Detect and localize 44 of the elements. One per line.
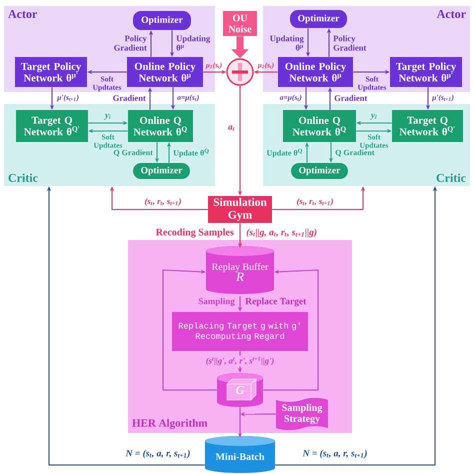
- storage-cylinder: G: [217, 373, 263, 407]
- arrow: [162, 269, 218, 390]
- edge-label: Updating θ$^{μ}$: [176, 35, 210, 51]
- network-box: Online Q Network θ$^{Q}$: [128, 110, 193, 142]
- batch-cylinder: Mini-Batch: [205, 436, 275, 473]
- network-box: Online Policy Network θ$^{μ}$: [127, 57, 203, 87]
- network-box: Target Q Network θ$^{Q'}$: [16, 110, 88, 142]
- simulator-box: Simulation Gym: [208, 196, 272, 224]
- adder-circle: [226, 58, 254, 86]
- edge-label: N = (s$_{t}$, a, r, s$_{t+1}$): [126, 450, 190, 458]
- edge-label: Update θ$^{Q}$: [266, 148, 302, 158]
- optimizer-pill: Optimizer: [133, 11, 191, 30]
- edge-label: (s$_{t}$||g, a$_{t}$, r$_{t}$, s$_{t+1}$||g): [246, 228, 316, 238]
- network-box: Target Policy Network θ$^{μ'}$: [390, 57, 462, 87]
- edge-label: Update θ$^{Q}$: [173, 148, 209, 158]
- noise-box: OU Noise: [223, 11, 257, 36]
- edge-label: Gradient: [334, 95, 368, 101]
- process-box: Replacing Target g with g' Recomputing Regard: [172, 312, 308, 351]
- edge-label: Q Gradient: [336, 150, 374, 156]
- edge-label: (s$_{t}$, r$_{t}$, s$_{t+1}$): [144, 198, 181, 206]
- edge-label: Policy Gradient: [114, 35, 147, 51]
- optimizer-pill: Optimizer: [291, 163, 348, 179]
- network-box: Target Q Network θ$^{Q'}$: [392, 110, 463, 142]
- network-box: Target Policy Network θ$^{μ'}$: [15, 57, 87, 87]
- network-box: Online Policy Network θ$^{μ}$: [278, 57, 353, 87]
- optimizer-pill: Optimizer: [290, 10, 347, 28]
- step-label: Recoding Samples: [156, 228, 234, 238]
- edge-label: Updating θ$^{μ}$: [270, 35, 304, 51]
- edge-label: (s$^{t}$||g', a$^{t}$, r', s$^{t+1}$||g'): [204, 356, 276, 366]
- buffer-cylinder: Replay Buffer R: [206, 246, 274, 294]
- edge-label: N = (s$_{t}$, a, r, s$_{t+1}$): [302, 450, 367, 458]
- edge-label: (s$_{t}$, r$_{t}$, s$_{t+1}$): [296, 198, 333, 206]
- edge-label: Gradient: [113, 95, 146, 101]
- step-label: Replace Target: [245, 298, 306, 306]
- strategy-flag: Sampling Strategy: [276, 398, 328, 430]
- arrow: [262, 269, 318, 390]
- edge-label: Policy Gradient: [333, 35, 366, 51]
- network-box: Online Q Network θ$^{Q}$: [283, 110, 356, 142]
- edge-label: Q Gradient: [114, 150, 153, 156]
- edge-label: y$_{i}$: [370, 114, 377, 120]
- optimizer-pill: Optimizer: [133, 163, 190, 179]
- edge-label: a$_{t}$: [228, 125, 234, 131]
- edge-label: Sampling: [198, 298, 235, 306]
- edge-label: y$_{i}$: [104, 114, 111, 120]
